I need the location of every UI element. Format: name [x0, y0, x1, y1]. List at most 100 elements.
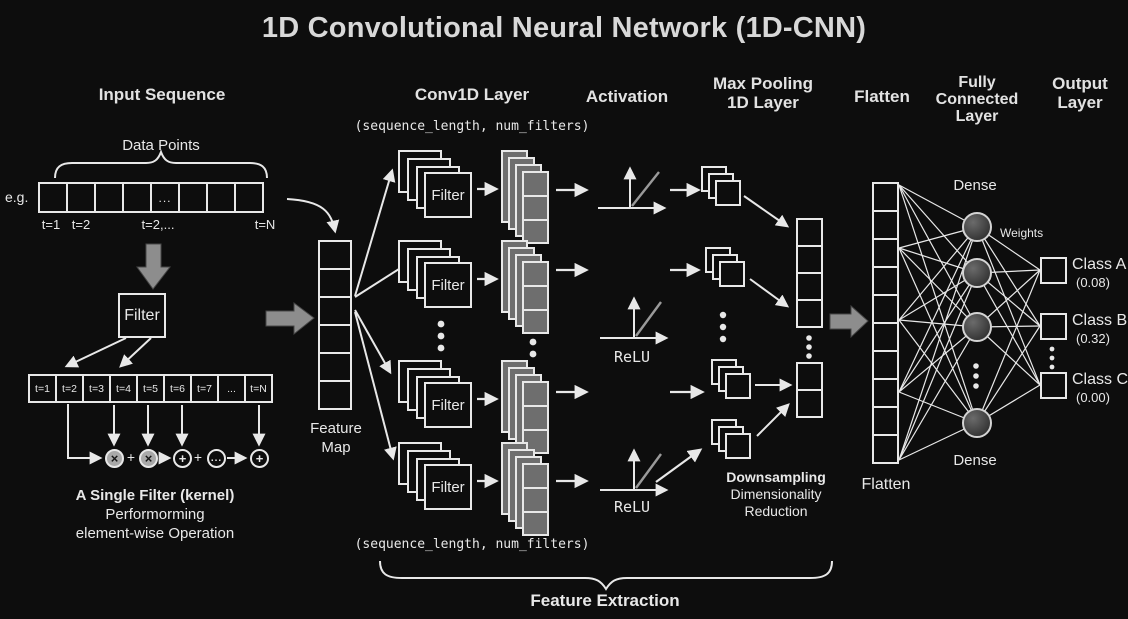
output-box-class-c [1040, 372, 1067, 399]
kernel-cell: t=6 [163, 374, 192, 403]
feature-map-cell [318, 352, 352, 382]
relu-plot-bottom [600, 448, 669, 497]
pooled-cell [796, 362, 823, 391]
header-max-pooling: Max Pooling 1D Layer [693, 74, 833, 112]
featmap-card-front [522, 463, 549, 536]
feature-map-label-line2: Map [321, 439, 351, 456]
relu-label-mid: ReLU [613, 348, 651, 366]
feature-map-cell [318, 240, 352, 270]
op-add-icon: + [250, 449, 269, 468]
example-prefix-label: e.g. [5, 189, 29, 205]
pooled-column-upper [796, 218, 823, 328]
downsampling-line1: Downsampling [726, 469, 826, 485]
flatten-label: Flatten [861, 476, 911, 493]
tick-t2dots: t=2,... [141, 217, 175, 232]
sequence-cell [38, 182, 68, 213]
page-title: 1D Convolutional Neural Network (1D-CNN) [261, 12, 867, 44]
pooled-cell [796, 272, 823, 301]
downsampling-note: Downsampling Dimensionality Reduction [695, 469, 857, 520]
pooled-cell [796, 218, 823, 247]
gray-arrow-down-icon [136, 243, 172, 290]
class-b-prob: (0.32) [1076, 331, 1110, 346]
conv-row-arrows [477, 181, 705, 489]
conv-filter-stack-1: Filter [398, 150, 474, 220]
card-divider [524, 511, 547, 513]
header-max-pooling-line2: 1D Layer [727, 93, 799, 112]
tick-t1: t=1 [41, 217, 61, 232]
card-divider [524, 285, 547, 287]
flatten-cell [872, 294, 899, 324]
flatten-cell [872, 406, 899, 436]
sequence-cell [66, 182, 96, 213]
class-b-name: Class B [1072, 312, 1128, 329]
card-divider [524, 429, 547, 431]
pool-card [719, 261, 745, 287]
header-flatten: Flatten [854, 87, 910, 106]
pooling-stack-3 [711, 359, 753, 401]
header-fully-connected: Fully Connected Layer [917, 74, 1037, 125]
header-output-layer: Output Layer [1034, 74, 1126, 112]
pooled-cell [796, 389, 823, 418]
downsampling-line2: Dimensionality [730, 486, 822, 502]
kernel-op-lines [67, 404, 266, 465]
flatten-column [872, 182, 899, 464]
conv-output-stack-3 [501, 360, 549, 454]
flatten-cell [872, 182, 899, 212]
flatten-cell [872, 266, 899, 296]
card-divider [524, 219, 547, 221]
output-box-class-a [1040, 257, 1067, 284]
pooled-column-lower [796, 362, 823, 418]
feature-map-label-line1: Feature [310, 420, 362, 437]
kernel-row: t=1 t=2 t=3 t=4 t=5 t=6 t=7 ... t=N [28, 374, 273, 403]
header-max-pooling-line1: Max Pooling [712, 74, 814, 93]
caption-line2: Performorming [105, 506, 205, 523]
dense-neuron [962, 408, 992, 438]
pooling-stack-2 [705, 247, 747, 289]
dense-label-top: Dense [953, 177, 997, 194]
kernel-cell: ... [217, 374, 246, 403]
feature-map-column [318, 240, 352, 410]
sequence-cell-ellipsis: ... [150, 182, 180, 213]
data-points-brace [54, 149, 268, 179]
header-activation: Activation [585, 87, 669, 106]
conv-filter-stack-4: Filter [398, 442, 474, 512]
dense-neuron [962, 258, 992, 288]
fc-mesh-flatten-to-dense [898, 184, 978, 461]
flatten-cell [872, 238, 899, 268]
kernel-cell: t=2 [55, 374, 84, 403]
pooling-stack-1 [701, 166, 743, 208]
header-input-sequence: Input Sequence [98, 85, 226, 104]
dense-neuron [962, 212, 992, 242]
relu-label-bottom: ReLU [613, 498, 651, 516]
op-ellipsis-icon: ... [207, 449, 226, 468]
filter-card-front: Filter [424, 382, 472, 428]
feature-map-cell [318, 296, 352, 326]
op-multiply-icon: × [139, 449, 158, 468]
filter-card-front: Filter [424, 172, 472, 218]
kernel-cell: t=4 [109, 374, 138, 403]
filter-card-front: Filter [424, 262, 472, 308]
conv-filter-stack-3: Filter [398, 360, 474, 430]
tick-tN: t=N [254, 217, 276, 232]
featmap-card-front [522, 381, 549, 454]
sequence-cell [122, 182, 152, 213]
conv-output-stack-1 [501, 150, 549, 244]
header-output-line1: Output [1052, 74, 1108, 93]
feature-map-cell [318, 380, 352, 410]
conv-shape-note-top: (sequence_length, num_filters) [354, 119, 590, 134]
pooled-cell [796, 245, 823, 274]
op-plus-sign: + [126, 449, 136, 465]
single-filter-caption: A Single Filter (kernel) Performorming e… [35, 486, 275, 543]
class-c-prob: (0.00) [1076, 390, 1110, 405]
class-a-prob: (0.08) [1076, 275, 1110, 290]
sequence-cell [234, 182, 264, 213]
tick-t2: t=2 [71, 217, 91, 232]
flatten-cell [872, 210, 899, 240]
fc-mesh-dense-to-output [976, 226, 1041, 424]
conv-output-stack-4 [501, 442, 549, 536]
card-divider [524, 405, 547, 407]
conv-output-stack-2 [501, 240, 549, 334]
pool-card [725, 433, 751, 459]
